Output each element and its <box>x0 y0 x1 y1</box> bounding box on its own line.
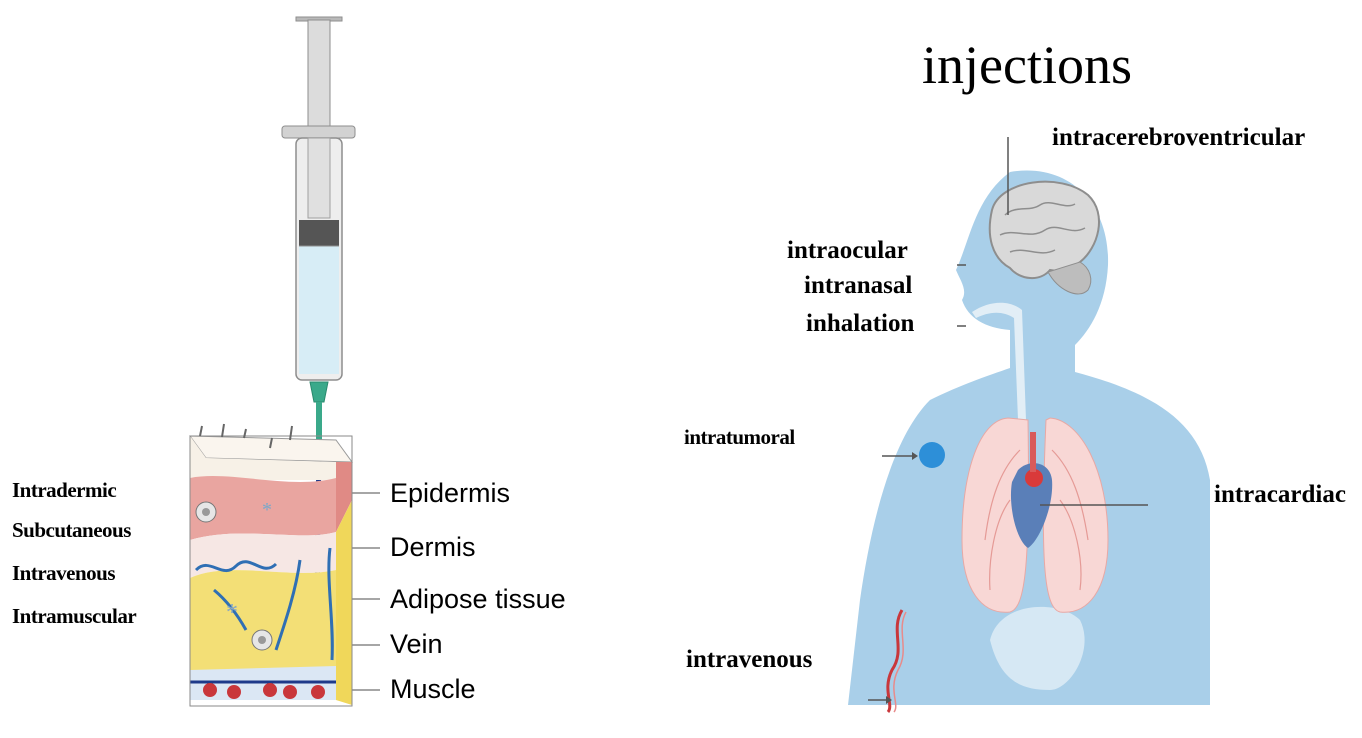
layer-label-vein: Vein <box>390 629 443 660</box>
layer-label-adipose-tissue: Adipose tissue <box>390 584 566 615</box>
route-label-intratumoral: intratumoral <box>684 425 795 450</box>
route-label-subcutaneous: Subcutaneous <box>12 518 131 543</box>
route-label-intradermic: Intradermic <box>12 478 116 503</box>
route-label-intracardiac: intracardiac <box>1214 481 1346 509</box>
layer-label-epidermis: Epidermis <box>390 478 510 509</box>
layer-label-dermis: Dermis <box>390 532 476 563</box>
route-label-intravenous-skin: Intravenous <box>12 561 115 586</box>
route-label-intraocular: intraocular <box>787 237 908 265</box>
route-label-intravenous-arm: intravenous <box>686 646 812 674</box>
layer-label-muscle: Muscle <box>390 674 476 705</box>
route-label-intramuscular: Intramuscular <box>12 604 136 629</box>
skin-cross-section: * * <box>190 424 380 706</box>
svg-text:*: * <box>226 600 238 626</box>
body-silhouette <box>848 137 1210 712</box>
route-label-intracerebroventricular: intracerebroventricular <box>1052 124 1305 152</box>
route-label-inhalation: inhalation <box>806 310 914 338</box>
diagram-title: injections <box>922 34 1132 96</box>
svg-text:*: * <box>262 499 272 521</box>
route-label-intranasal: intranasal <box>804 272 912 300</box>
